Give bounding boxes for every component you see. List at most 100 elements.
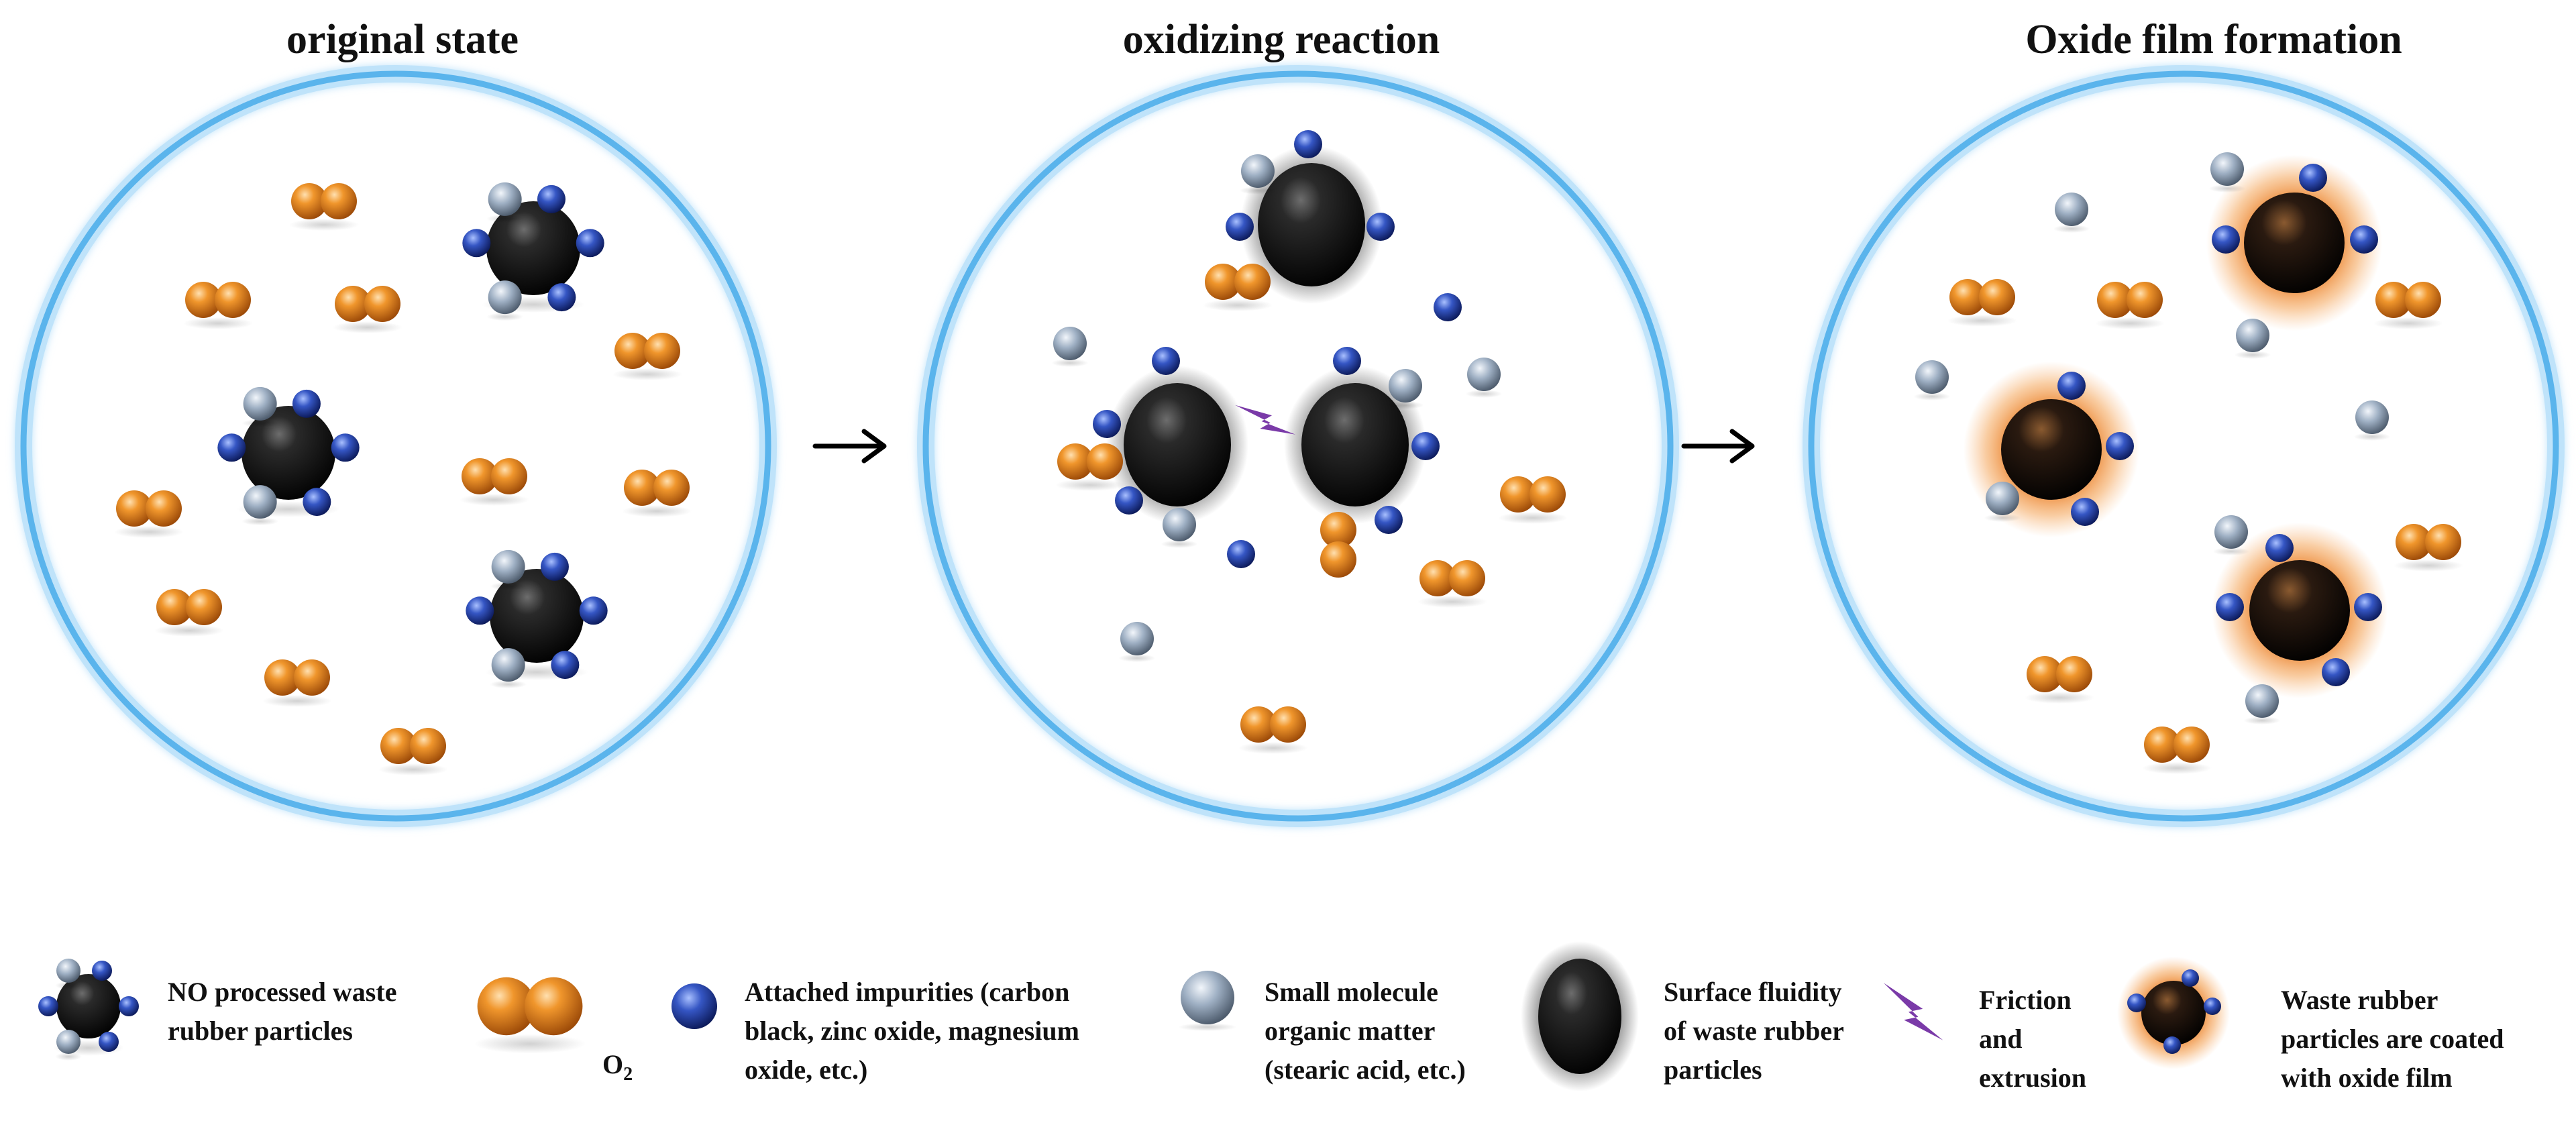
unprocessed-waste-particle: [217, 386, 360, 526]
o2-molecule: [1947, 279, 2017, 327]
coated-particle-icon: [2117, 957, 2230, 1069]
o2-molecule: [460, 458, 529, 506]
o2-molecule: [1055, 443, 1125, 491]
fluid-rubber-particle: [1240, 146, 1383, 304]
impurity-particle: [1115, 486, 1143, 515]
panel-title-original: original state: [286, 17, 519, 62]
o2-base-text: O: [602, 1049, 624, 1079]
organic-matter-particle: [490, 648, 527, 689]
coated-rubber-particle: [2211, 522, 2388, 699]
o2-molecule: [289, 183, 359, 231]
impurity-particle: [1366, 213, 1395, 241]
impurity-particle: [462, 229, 491, 258]
impurity-particle: [2354, 593, 2382, 621]
o2-molecule: [1203, 264, 1273, 311]
impurity-particle: [1411, 432, 1440, 460]
legend-label-surface-fluidity: Surface fluidity of waste rubber particl…: [1664, 977, 1844, 1085]
legend-label-organic-matter: Small molecule organic matter (stearic a…: [1265, 977, 1466, 1085]
scene-oxidizing-reaction: [1051, 130, 1568, 754]
organic-matter-particle: [2353, 400, 2391, 441]
organic-matter-particle: [2234, 319, 2271, 359]
lightning-icon: [1235, 405, 1296, 435]
o2-molecule: [2394, 524, 2463, 572]
organic-matter-particle: [1984, 482, 2021, 522]
organic-matter-particle: [1051, 327, 1089, 367]
impurity-particle: [292, 389, 321, 418]
o2-molecule: [2142, 727, 2212, 774]
fluid-rubber-particle: [1106, 366, 1248, 524]
o2-molecule: [1320, 512, 1356, 578]
impurity-particle: [2071, 498, 2099, 526]
impurity-particle: [2182, 969, 2199, 987]
impurity-particle: [1093, 410, 1121, 438]
o2-molecule: [378, 728, 448, 775]
impurity-particle: [466, 596, 494, 625]
o2-molecule: [1498, 476, 1568, 524]
organic-matter-particle: [2208, 152, 2246, 193]
o2-molecule: [2095, 282, 2165, 329]
impurity-particle: [1152, 347, 1180, 375]
impurity-particle: [2204, 998, 2221, 1015]
impurity-particle: [1333, 347, 1361, 375]
o2-molecule: [474, 977, 586, 1054]
organic-matter-particle: [55, 1030, 82, 1061]
organic-matter-particle: [241, 485, 279, 526]
impurity-particle: [92, 961, 112, 981]
impurity-particle: [2350, 225, 2378, 254]
scene-original-state: [114, 182, 692, 775]
circle-frames: [15, 65, 2565, 827]
impurity-particle: [2216, 593, 2244, 621]
impurity-particle: [2212, 225, 2240, 254]
circle-frame-3: [1803, 65, 2565, 827]
o2-molecule: [2373, 282, 2443, 329]
arrow-right-icon: [1681, 429, 1755, 464]
organic-matter-particle: [1161, 508, 1198, 548]
impurity-particle: [1227, 540, 1255, 568]
arrow-right-icon: [812, 429, 887, 464]
fluid-rubber-particle: [1521, 941, 1639, 1091]
circle-frame-1: [15, 65, 777, 827]
o2-molecule: [333, 286, 402, 333]
impurity-particle: [1294, 130, 1322, 158]
impurity-particle: [576, 229, 604, 258]
scene-oxide-film: [1913, 152, 2463, 774]
o2-molecule: [114, 490, 184, 538]
unprocessed-waste-particle: [466, 549, 608, 689]
organic-matter-particle: [1118, 622, 1156, 662]
panel-title-oxide-film: Oxide film formation: [2025, 17, 2402, 62]
organic-matter-particle: [1913, 360, 1951, 400]
panel-title-oxidizing: oxidizing reaction: [1122, 17, 1440, 62]
legend-label-coated-particle: Waste rubber particles are coated with o…: [2281, 985, 2504, 1093]
impurity-particle: [2057, 372, 2086, 400]
impurity-particle: [579, 596, 608, 625]
o2-molecule: [622, 470, 692, 517]
particle-scenes: [114, 130, 2463, 775]
o2-molecule: [262, 659, 332, 707]
o2-subscript: 2: [623, 1064, 633, 1085]
o2-molecule: [154, 589, 224, 637]
o2-molecule: [2025, 656, 2094, 704]
impurity-particle: [303, 488, 331, 517]
impurity-particle: [547, 283, 576, 312]
o2-molecule: [1417, 560, 1487, 608]
impurity-particle: [2299, 164, 2327, 192]
organic-matter-particle: [1178, 971, 1237, 1031]
waste-particle-icon: [38, 959, 139, 1061]
legend-label-waste-particle: NO processed waste rubber particles: [168, 977, 397, 1046]
coated-rubber-particle: [2117, 957, 2230, 1069]
legend-label-o2: O2: [602, 1006, 656, 1094]
impurity-particle: [1434, 293, 1462, 321]
fluid-particle-icon: [1521, 941, 1639, 1091]
impurity-particle: [551, 651, 580, 680]
organic-matter-particle: [2243, 684, 2281, 724]
o2-molecule: [1238, 706, 1308, 754]
o2-molecule: [183, 282, 253, 329]
legend-label-friction: Friction and extrusion: [1979, 985, 2086, 1093]
impurity-particle: [537, 184, 566, 213]
organic-matter-particle: [486, 182, 524, 223]
impurity-particle: [38, 996, 58, 1016]
impurity-particle: [331, 433, 360, 462]
organic-matter-particle: [2053, 193, 2090, 233]
lightning-icon-legend: [1883, 983, 1943, 1040]
